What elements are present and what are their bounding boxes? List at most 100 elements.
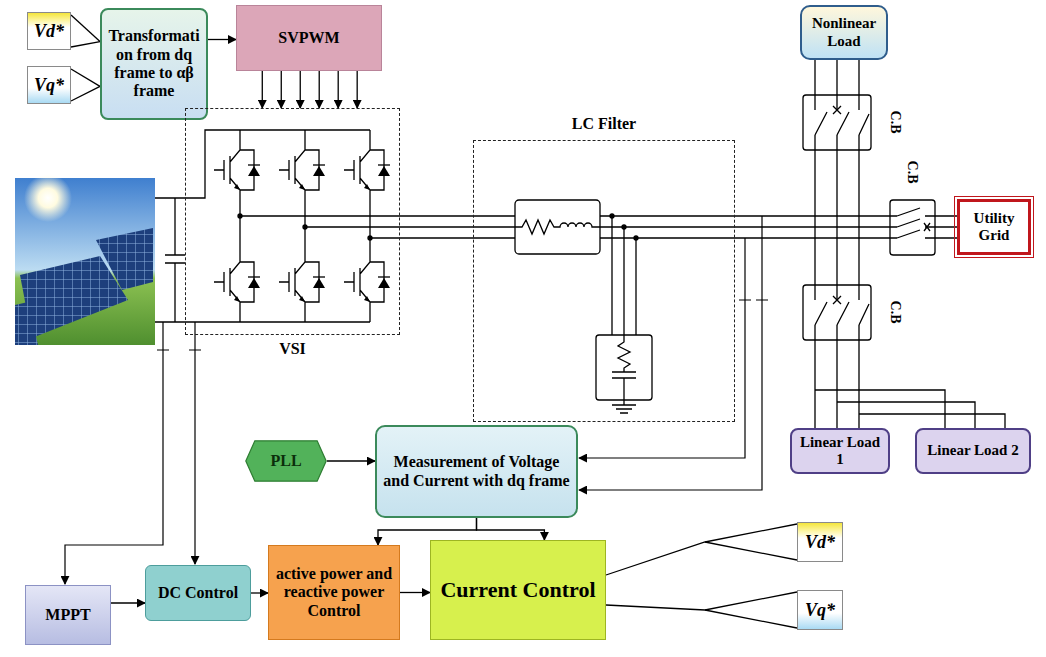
lc-filter-circuit [473, 216, 735, 238]
sensing-wire [739, 299, 768, 300]
connector-line [319, 71, 320, 108]
solar-panel-picture [96, 228, 153, 290]
sensing-wire [194, 322, 195, 564]
circuit-breaker [833, 106, 841, 114]
node-text: SVPWM [278, 29, 339, 47]
sensing-wire [579, 238, 745, 458]
circuit-breaker [890, 200, 935, 255]
connector-line [71, 42, 100, 47]
connector [71, 15, 100, 47]
connector-line [400, 237, 473, 238]
connector-line [71, 69, 100, 86]
connector [477, 518, 545, 540]
reference-box: Vd* [797, 522, 843, 562]
dc-link [155, 130, 370, 322]
connector [262, 71, 357, 108]
connector-line [606, 524, 797, 575]
load-bus [815, 390, 1005, 428]
node-text: PLL [270, 452, 301, 470]
lc-filter-circuit [515, 220, 600, 234]
dc-link [155, 130, 370, 322]
connector [400, 216, 473, 238]
solar-panel-picture [24, 174, 72, 222]
inverter-block: VSI [185, 108, 400, 335]
transform-box: Transformation from dq frame to αβ frame [100, 8, 208, 120]
node-text: Linear Load 2 [927, 442, 1018, 459]
lc-filter-circuit [596, 335, 652, 400]
inverter-switches [279, 242, 325, 322]
connector-line [327, 460, 375, 461]
connector-line [71, 15, 100, 42]
inverter-switches [214, 242, 260, 322]
node-text: Vd* [805, 532, 835, 553]
node-text: Vq* [805, 600, 835, 621]
connector-line [300, 71, 301, 108]
breaker-label: C.B [904, 161, 920, 184]
lc-filter-circuit [515, 200, 600, 254]
node-text: Utility Grid [964, 210, 1024, 245]
node-text: Measurement of Voltage and Current with … [381, 453, 572, 490]
circuit-breaker [815, 302, 869, 325]
node-text: VSI [279, 340, 306, 358]
connector-line [705, 542, 797, 560]
solar-panel-picture [15, 302, 38, 345]
connector [606, 524, 797, 575]
inverter-switches [240, 210, 370, 242]
inverter-switches [214, 130, 260, 210]
control-box: active power and reactive power Control [268, 545, 400, 640]
circuit-breaker [803, 95, 935, 340]
reference-box: Vq* [797, 590, 843, 630]
circuit-breaker [897, 208, 920, 238]
connector-line [357, 71, 358, 108]
node-text: Vq* [34, 75, 64, 96]
node-text: MPPT [45, 606, 90, 624]
connector-line [400, 215, 473, 216]
load-box: Linear Load 2 [915, 428, 1031, 474]
connector-line [281, 71, 282, 108]
pll-hexagon: PLL [245, 440, 327, 482]
lc-filter-circuit [622, 225, 626, 229]
node-text: DC Control [158, 584, 238, 602]
connector [251, 593, 268, 594]
modulator-box: SVPWM [236, 5, 382, 71]
connector [606, 592, 797, 628]
dc-link [165, 198, 185, 322]
circuit-breaker [803, 95, 871, 150]
connector-line [262, 71, 263, 108]
node-text: Transformation from dq frame to αβ frame [106, 27, 202, 101]
connector [327, 461, 375, 462]
inverter-switches [344, 242, 390, 322]
load-bus [815, 340, 859, 428]
circuit-breaker [890, 216, 935, 238]
reference-box: Vq* [27, 66, 71, 104]
breaker-label: C.B [887, 301, 903, 324]
inverter-switches [240, 216, 400, 238]
lc-filter-circuit [473, 200, 735, 413]
connector-line [400, 226, 473, 227]
load-bus [815, 150, 859, 285]
sensing-wire [157, 349, 201, 350]
lc-filter-circuit [612, 335, 636, 400]
node-text: active power and reactive power Control [273, 565, 395, 620]
inverter-switches [303, 225, 307, 229]
circuit-breaker [803, 285, 871, 340]
load-box: Nonlinear Load [800, 5, 888, 60]
lc-filter-circuit [612, 216, 636, 335]
node-text: Linear Load 1 [796, 434, 884, 469]
connector [111, 603, 145, 604]
connector-line [338, 71, 339, 108]
solar-panel-picture [15, 174, 155, 345]
connector [71, 69, 100, 101]
connector-line [71, 86, 100, 101]
breaker-label: C.B [887, 111, 903, 134]
circuit-breaker [924, 223, 930, 231]
lc-filter-circuit [634, 236, 638, 240]
control-box: DC Control [145, 565, 251, 621]
node-text: Nonlinear Load [806, 15, 882, 50]
connector-line [251, 592, 268, 593]
inverter-switches [214, 130, 400, 322]
measurement-box: Measurement of Voltage and Current with … [375, 425, 578, 518]
inverter-switches [279, 130, 325, 210]
lc-filter-circuit [610, 214, 614, 218]
